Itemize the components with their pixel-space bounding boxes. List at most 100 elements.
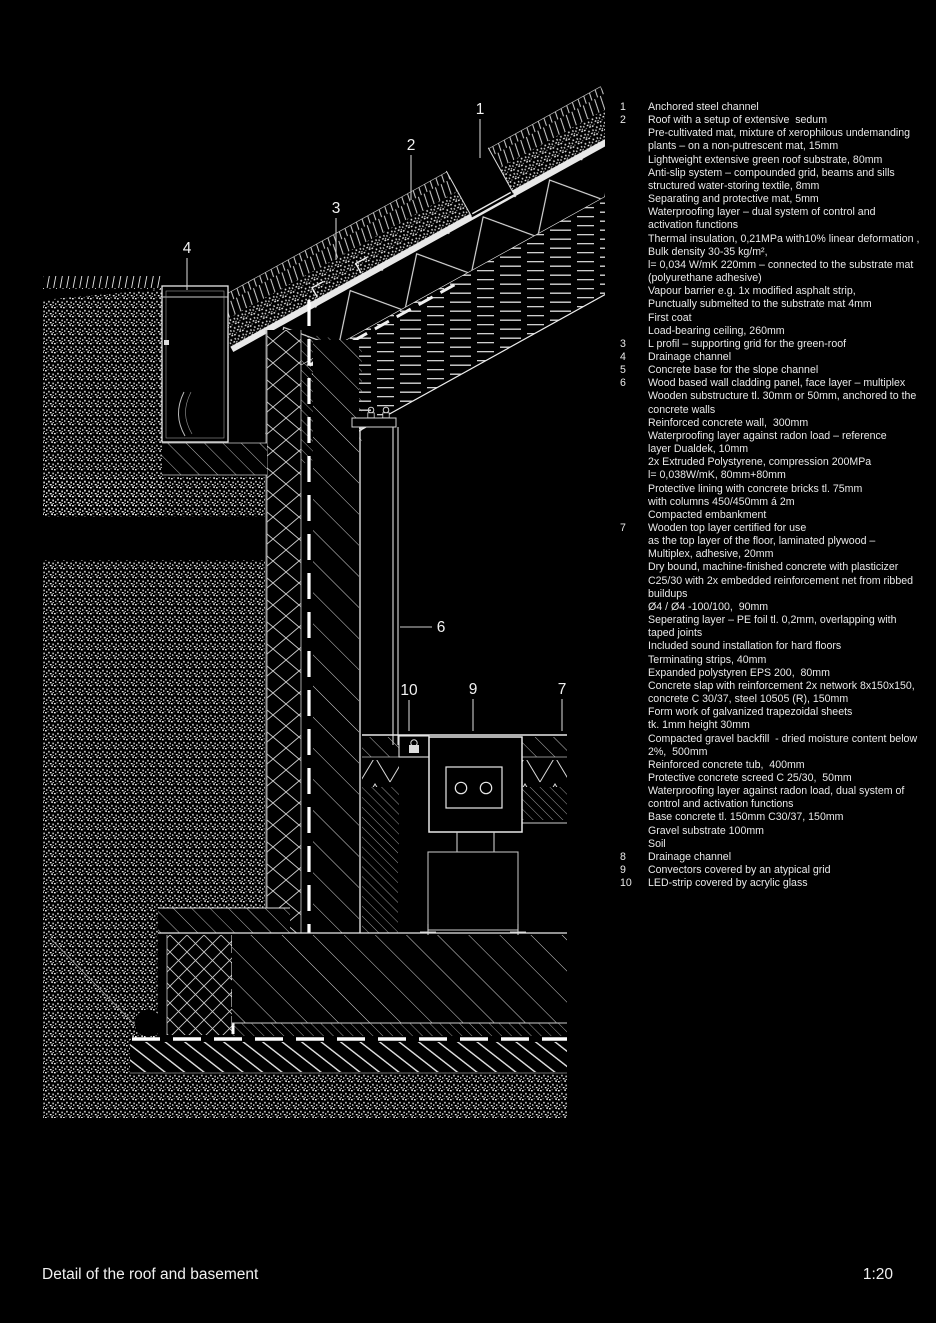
l-profile-brackets — [311, 256, 368, 298]
legend-item-line: Anti-slip system – compounded grid, beam… — [648, 166, 895, 179]
legend-item-line: Gravel substrate 100mm — [648, 824, 764, 837]
drawing-scale: 1:20 — [862, 1266, 893, 1283]
legend-item-line: Thermal insulation, 0,21MPa with10% line… — [648, 232, 920, 245]
roof-antislip-separating-layer — [230, 128, 605, 352]
legend-item-line: Punctually submelted to the substrate ma… — [648, 298, 872, 311]
callout-9: 9 — [469, 681, 478, 698]
legend-item-line: Dry bound, machine-finished concrete wit… — [648, 561, 899, 574]
legend-item-line: Terminating strips, 40mm — [648, 653, 767, 666]
floor-right-layers — [522, 737, 567, 824]
legend-item-line: Load-bearing ceiling, 260mm — [648, 324, 785, 337]
callout-7: 7 — [558, 681, 567, 698]
channel-outlet-pipe — [178, 391, 186, 437]
callout-2: 2 — [407, 137, 416, 154]
legend-item-line: Included sound installation for hard flo… — [648, 640, 842, 653]
legend-item-line: Drainage channel — [648, 350, 732, 363]
convector-pipe-right — [479, 781, 493, 795]
excavation-line — [49, 937, 137, 1027]
legend-item: 1 Anchored steel channel — [620, 101, 926, 114]
callout-3: 3 — [332, 200, 341, 217]
callout-1: 1 — [476, 101, 485, 118]
legend-item-lines: L profil – supporting grid for the green… — [648, 338, 926, 351]
soil-embankment — [43, 276, 265, 1118]
drainage-channel — [161, 285, 267, 476]
legend-item-line: C25/30 with 2x embedded reinforcement ne… — [648, 574, 913, 587]
wall-assembly — [265, 300, 399, 933]
protective-screed-band — [232, 1023, 567, 1036]
foundation-assembly — [130, 907, 567, 1118]
legend-item-line: Concrete slap with reinforcement 2x netw… — [648, 679, 915, 692]
legend-item-line: Form work of galvanized trapezoidal shee… — [648, 706, 853, 719]
legend-item-number: 5 — [620, 364, 626, 377]
legend-item-number: 10 — [620, 877, 632, 890]
soil-under-channel — [43, 477, 265, 517]
legend-item-line: LED-strip covered by acrylic glass — [648, 877, 808, 890]
legend-item-line: control and activation functions — [648, 798, 794, 811]
legend-item-lines: Anchored steel channel — [648, 101, 926, 114]
footing-step-band — [158, 907, 290, 933]
drainage-pipe — [134, 1009, 162, 1037]
legend-item-line: concrete walls — [648, 403, 716, 416]
legend-item-line: Concrete base for the slope channel — [648, 364, 819, 377]
legend-item-line: Waterproofing layer against radon load –… — [648, 429, 887, 442]
legend-item-line: tk. 1mm height 30mm — [648, 719, 750, 732]
footing-xps-block — [166, 935, 232, 1035]
roof-vegetation-layer — [206, 86, 605, 324]
wall-cladding-panel — [392, 427, 399, 745]
soil-upper-block — [43, 289, 162, 517]
reinforced-concrete-wall — [313, 340, 359, 933]
legend-item-line: Drainage channel — [648, 850, 732, 863]
floor-assembly — [362, 734, 567, 940]
legend-item-line: Ø4 / Ø4 -100/100, 90mm — [648, 600, 769, 613]
legend-item: 10 LED-strip covered by acrylic glass — [620, 877, 926, 890]
legend-item-line: activation functions — [648, 219, 739, 232]
legend-item-line: Wood based wall cladding panel, face lay… — [648, 377, 906, 390]
legend-item-lines: LED-strip covered by acrylic glass — [648, 877, 926, 890]
legend-item-line: taped joints — [648, 627, 703, 640]
wall-below-floor — [362, 845, 398, 933]
legend-item-number: 1 — [620, 101, 626, 113]
detail-drawing: 1 2 3 4 6 10 9 7 — [43, 86, 605, 1118]
anchored-steel-channel — [445, 147, 514, 218]
legend-item-line: buildups — [648, 587, 688, 600]
legend-item-line: Multiplex, adhesive, 20mm — [648, 548, 774, 561]
convector-pipe-left — [454, 781, 468, 795]
legend-item-line: Reinforced concrete tub, 400mm — [648, 758, 805, 771]
legend-item-number: 2 — [620, 114, 626, 127]
legend-item-lines: Drainage channel — [648, 851, 926, 864]
base-concrete-band — [130, 1042, 567, 1074]
legend-item-line: Bulk density 30-35 kg/m², — [648, 245, 768, 258]
callouts: 1 2 3 4 6 10 9 7 — [183, 101, 567, 731]
legend-item-number: 9 — [620, 864, 626, 877]
legend-item-line: Protective lining with concrete bricks t… — [648, 482, 863, 495]
legend-item-number: 8 — [620, 850, 626, 863]
legend-item-line: as the top layer of the floor, laminated… — [648, 535, 876, 548]
legend-item-line: Base concrete tl. 150mm C30/37, 150mm — [648, 811, 844, 824]
reinforced-concrete-tub — [158, 932, 567, 1024]
callout-6: 6 — [437, 619, 446, 636]
soil-middle-block — [43, 560, 265, 908]
legend-item-line: (polyurethane adhesive) — [648, 272, 762, 285]
footer: Detail of the roof and basement 1:20 — [42, 1266, 893, 1284]
legend-item-line: Wooden substructure tl. 30mm or 50mm, an… — [648, 390, 917, 403]
drawing-title: Detail of the roof and basement — [42, 1266, 259, 1283]
legend-item-number: 6 — [620, 377, 626, 390]
legend-item-line: First coat — [648, 311, 692, 324]
legend-item-line: Roof with a setup of extensive sedum — [648, 114, 828, 127]
legend-item-line: Compacted embankment — [648, 508, 767, 521]
channel-concrete-base — [162, 442, 267, 476]
legend-item-line: l= 0,034 W/mK 220mm – connected to the s… — [648, 258, 914, 271]
legend-item-line: Pre-cultivated mat, mixture of xerophilo… — [648, 127, 911, 140]
gravel-substrate-band — [130, 1074, 567, 1118]
convector-unit — [420, 736, 526, 940]
legend-item-line: with columns 450/450mm á 2m — [648, 495, 795, 508]
legend-item-line: Wooden top layer certified for use — [648, 522, 807, 534]
legend: 1 Anchored steel channel 2 Roof with a setu… — [620, 101, 926, 890]
floor-left-layers — [362, 737, 399, 845]
